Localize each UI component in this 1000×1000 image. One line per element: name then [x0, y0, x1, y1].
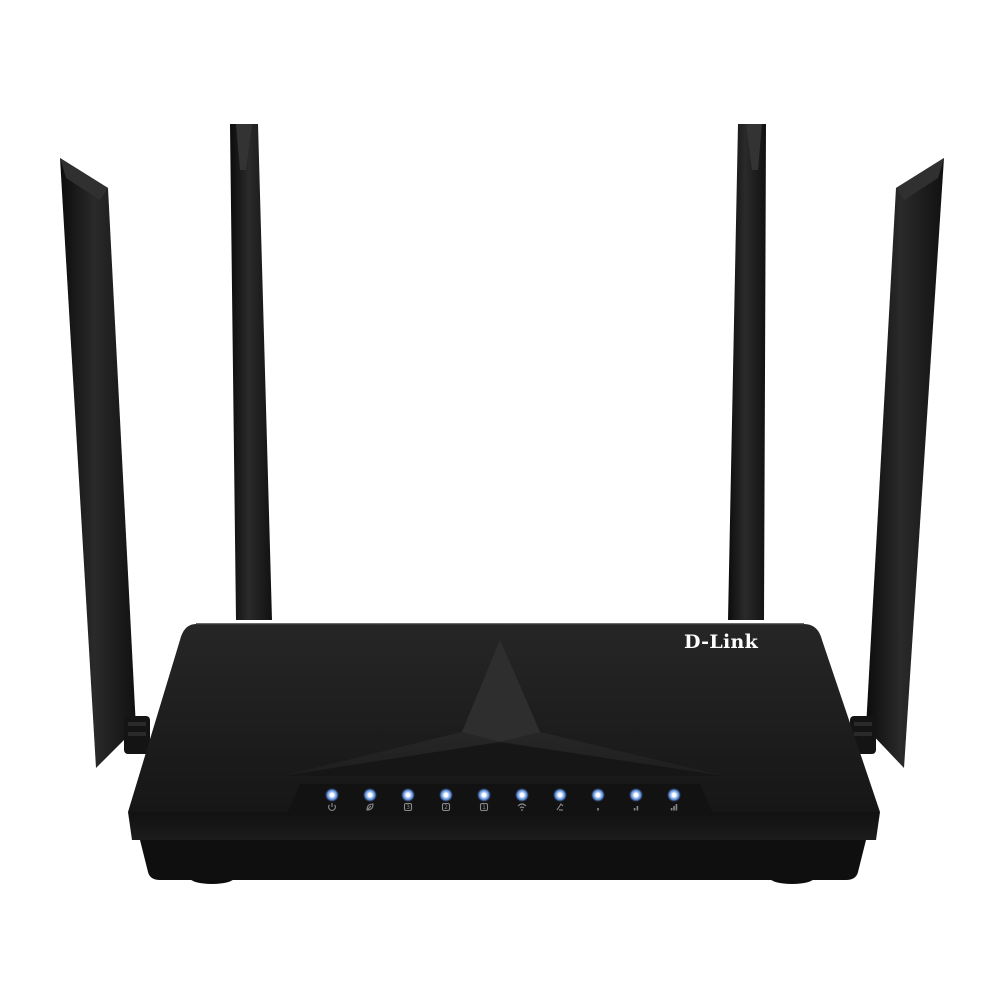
led-indicator [553, 788, 567, 811]
led-indicator [363, 788, 377, 811]
wifi-icon [517, 803, 527, 811]
led-indicator: 1 [477, 788, 491, 812]
brand-logo: D-Link [684, 631, 759, 653]
led-indicator: 3 [401, 788, 415, 812]
router-body [128, 623, 880, 884]
lan-port-3-icon: 3 [403, 802, 413, 812]
led-indicator-row: 3 2 1 [325, 788, 681, 812]
led-indicator: 2 [439, 788, 453, 812]
led-indicator [629, 788, 643, 811]
leaf-icon [366, 803, 374, 811]
signal-1-bar-icon [597, 808, 599, 811]
svg-text:2: 2 [444, 804, 448, 811]
power-icon [328, 803, 336, 811]
lan-port-2-icon: 2 [441, 802, 451, 812]
svg-text:1: 1 [482, 804, 486, 811]
antenna-far-right [850, 158, 944, 768]
led-indicator [515, 788, 529, 811]
led-indicator [325, 788, 339, 811]
signal-2-bar-icon [633, 806, 639, 811]
lan-port-1-icon: 1 [479, 802, 489, 812]
antenna-inner-left [230, 124, 272, 620]
antenna-far-left [60, 158, 150, 768]
led-indicator [667, 788, 681, 811]
led-indicator [591, 788, 605, 811]
antenna-inner-right [728, 124, 766, 620]
svg-text:3: 3 [406, 804, 410, 811]
wan-icon [556, 803, 564, 811]
signal-3-bar-icon [670, 804, 678, 811]
